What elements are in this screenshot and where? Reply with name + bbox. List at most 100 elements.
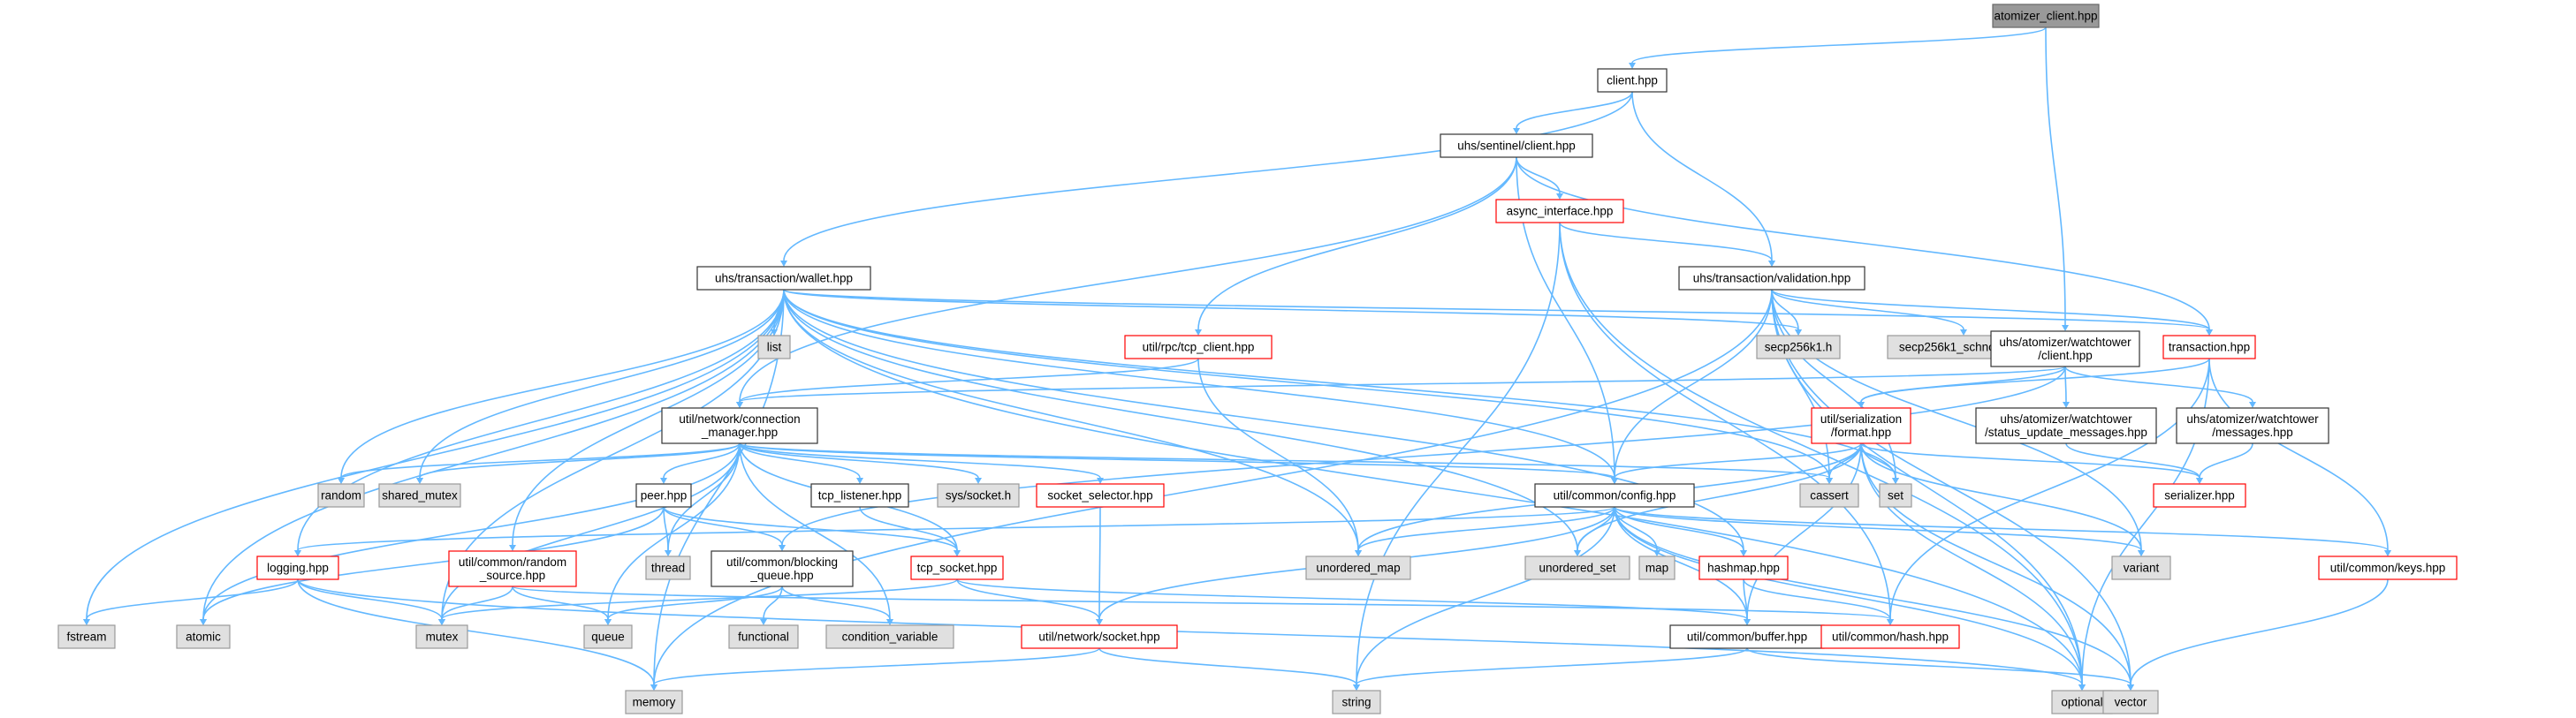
- node-label: transaction.hpp: [2169, 341, 2250, 354]
- node-label: mutex: [426, 631, 459, 644]
- node-label: uhs/sentinel/client.hpp: [1457, 140, 1576, 153]
- node-network-socket[interactable]: util/network/socket.hpp: [1021, 624, 1178, 649]
- node-atomic: atomic: [176, 624, 231, 649]
- node-box: [1305, 556, 1411, 580]
- dependency-edge: [416, 442, 741, 484]
- node-random-source[interactable]: util/common/random_source.hpp: [448, 550, 577, 587]
- node-string: string: [1332, 690, 1381, 714]
- dependency-edge: [297, 578, 2086, 691]
- node-wallet[interactable]: uhs/transaction/wallet.hpp: [696, 266, 871, 291]
- node-label: vector: [2115, 696, 2147, 709]
- node-label: shared_mutex: [382, 489, 458, 503]
- dependency-edge: [1771, 289, 1899, 484]
- dependency-edge: [1559, 222, 1775, 267]
- node-layer: atomizer_client.hpp client.hpp uhs/sentine…: [57, 4, 2458, 714]
- dependency-edge: [416, 289, 785, 484]
- node-keys[interactable]: util/common/keys.hpp: [2318, 556, 2458, 580]
- node-box: [1669, 624, 1825, 649]
- node-async-interface[interactable]: async_interface.hpp: [1495, 199, 1624, 223]
- node-label: variant: [2124, 562, 2160, 575]
- node-list: list: [757, 335, 791, 359]
- dependency-edge: [1611, 442, 1862, 484]
- dependency-edge: [739, 442, 863, 484]
- node-label: util/common/buffer.hpp: [1687, 631, 1807, 644]
- node-secp256k1: secp256k1.h: [1756, 335, 1841, 359]
- node-box: [1495, 199, 1624, 223]
- node-box: [317, 483, 365, 508]
- dependency-edge: [1513, 91, 1633, 134]
- node-atomizer-client[interactable]: atomizer_client.hpp: [1992, 4, 2100, 28]
- dependency-edge: [650, 647, 1100, 691]
- node-unordered-map: unordered_map: [1305, 556, 1411, 580]
- dependency-edge: [739, 442, 1104, 484]
- node-status-msgs[interactable]: uhs/atomizer/watchtower/status_update_me…: [1975, 407, 2157, 444]
- dependency-edge: [83, 578, 299, 625]
- dependency-edge: [783, 289, 1747, 556]
- node-label: set: [1888, 489, 1904, 503]
- node-box: [1811, 407, 1911, 444]
- node-label: client.hpp: [1607, 74, 1658, 87]
- node-label: fstream: [66, 631, 106, 644]
- node-tcp-client[interactable]: util/rpc/tcp_client.hpp: [1124, 335, 1273, 359]
- node-label: uhs/atomizer/watchtower: [2186, 412, 2319, 426]
- dependency-edge: [1614, 506, 1747, 556]
- node-label: map: [1645, 562, 1668, 575]
- node-socket-selector[interactable]: socket_selector.hpp: [1036, 483, 1165, 508]
- node-map: map: [1638, 556, 1676, 580]
- dependency-edge: [1614, 506, 2145, 556]
- dependency-edge: [2127, 578, 2389, 691]
- node-box: [645, 556, 691, 580]
- node-box: [1678, 266, 1866, 291]
- dependency-edge: [1098, 647, 1360, 691]
- dependency-edge: [781, 586, 893, 625]
- dependency-edge: [1743, 578, 1894, 625]
- node-transaction[interactable]: transaction.hpp: [2162, 335, 2256, 359]
- node-box: [1440, 133, 1593, 158]
- node-box: [2102, 690, 2159, 714]
- node-box: [696, 266, 871, 291]
- dependency-edge: [438, 578, 958, 625]
- dependency-edge: [660, 442, 741, 484]
- node-label: util/common/keys.hpp: [2330, 562, 2446, 575]
- node-label: _manager.hpp: [701, 426, 778, 439]
- node-thread: thread: [645, 556, 691, 580]
- node-hash[interactable]: util/common/hash.hpp: [1820, 624, 1960, 649]
- node-peer[interactable]: peer.hpp: [635, 483, 692, 508]
- node-box: [937, 483, 1020, 508]
- node-vector: vector: [2102, 690, 2159, 714]
- node-fstream: fstream: [57, 624, 116, 649]
- node-tcp-listener[interactable]: tcp_listener.hpp: [810, 483, 909, 508]
- node-label: uhs/transaction/validation.hpp: [1693, 272, 1851, 285]
- dependency-edge: [760, 586, 783, 625]
- dependency-edge: [1743, 578, 1751, 625]
- node-hashmap[interactable]: hashmap.hpp: [1698, 556, 1789, 580]
- node-box: [1124, 335, 1273, 359]
- node-format[interactable]: util/serialization/format.hpp: [1811, 407, 1911, 444]
- node-buffer[interactable]: util/common/buffer.hpp: [1669, 624, 1825, 649]
- node-label: sys/socket.h: [946, 489, 1011, 503]
- node-client[interactable]: client.hpp: [1597, 68, 1668, 93]
- node-condition-variable: condition_variable: [825, 624, 954, 649]
- node-box: [1021, 624, 1178, 649]
- node-config[interactable]: util/common/config.hpp: [1534, 483, 1695, 508]
- node-conn-manager[interactable]: util/network/connection_manager.hpp: [661, 407, 818, 444]
- node-tcp-socket[interactable]: tcp_socket.hpp: [910, 556, 1004, 580]
- node-label: peer.hpp: [641, 489, 688, 503]
- node-sentinel-client[interactable]: uhs/sentinel/client.hpp: [1440, 133, 1593, 158]
- node-validation[interactable]: uhs/transaction/validation.hpp: [1678, 266, 1866, 291]
- node-box: [1799, 483, 1859, 508]
- node-box: [825, 624, 954, 649]
- node-wt-messages[interactable]: uhs/atomizer/watchtower/messages.hpp: [2176, 407, 2329, 444]
- node-box: [57, 624, 116, 649]
- node-box: [910, 556, 1004, 580]
- node-box: [810, 483, 909, 508]
- node-label: uhs/atomizer/watchtower: [1999, 336, 2131, 349]
- node-logging[interactable]: logging.hpp: [256, 556, 339, 580]
- node-optional: optional: [2051, 690, 2113, 714]
- node-box: [625, 690, 683, 714]
- node-blocking-queue[interactable]: util/common/blocking_queue.hpp: [710, 550, 854, 587]
- dependency-edge: [859, 506, 961, 556]
- node-wt-client[interactable]: uhs/atomizer/watchtower/client.hpp: [1990, 330, 2140, 367]
- dependency-edge: [512, 586, 1894, 625]
- node-serializer[interactable]: serializer.hpp: [2153, 483, 2246, 508]
